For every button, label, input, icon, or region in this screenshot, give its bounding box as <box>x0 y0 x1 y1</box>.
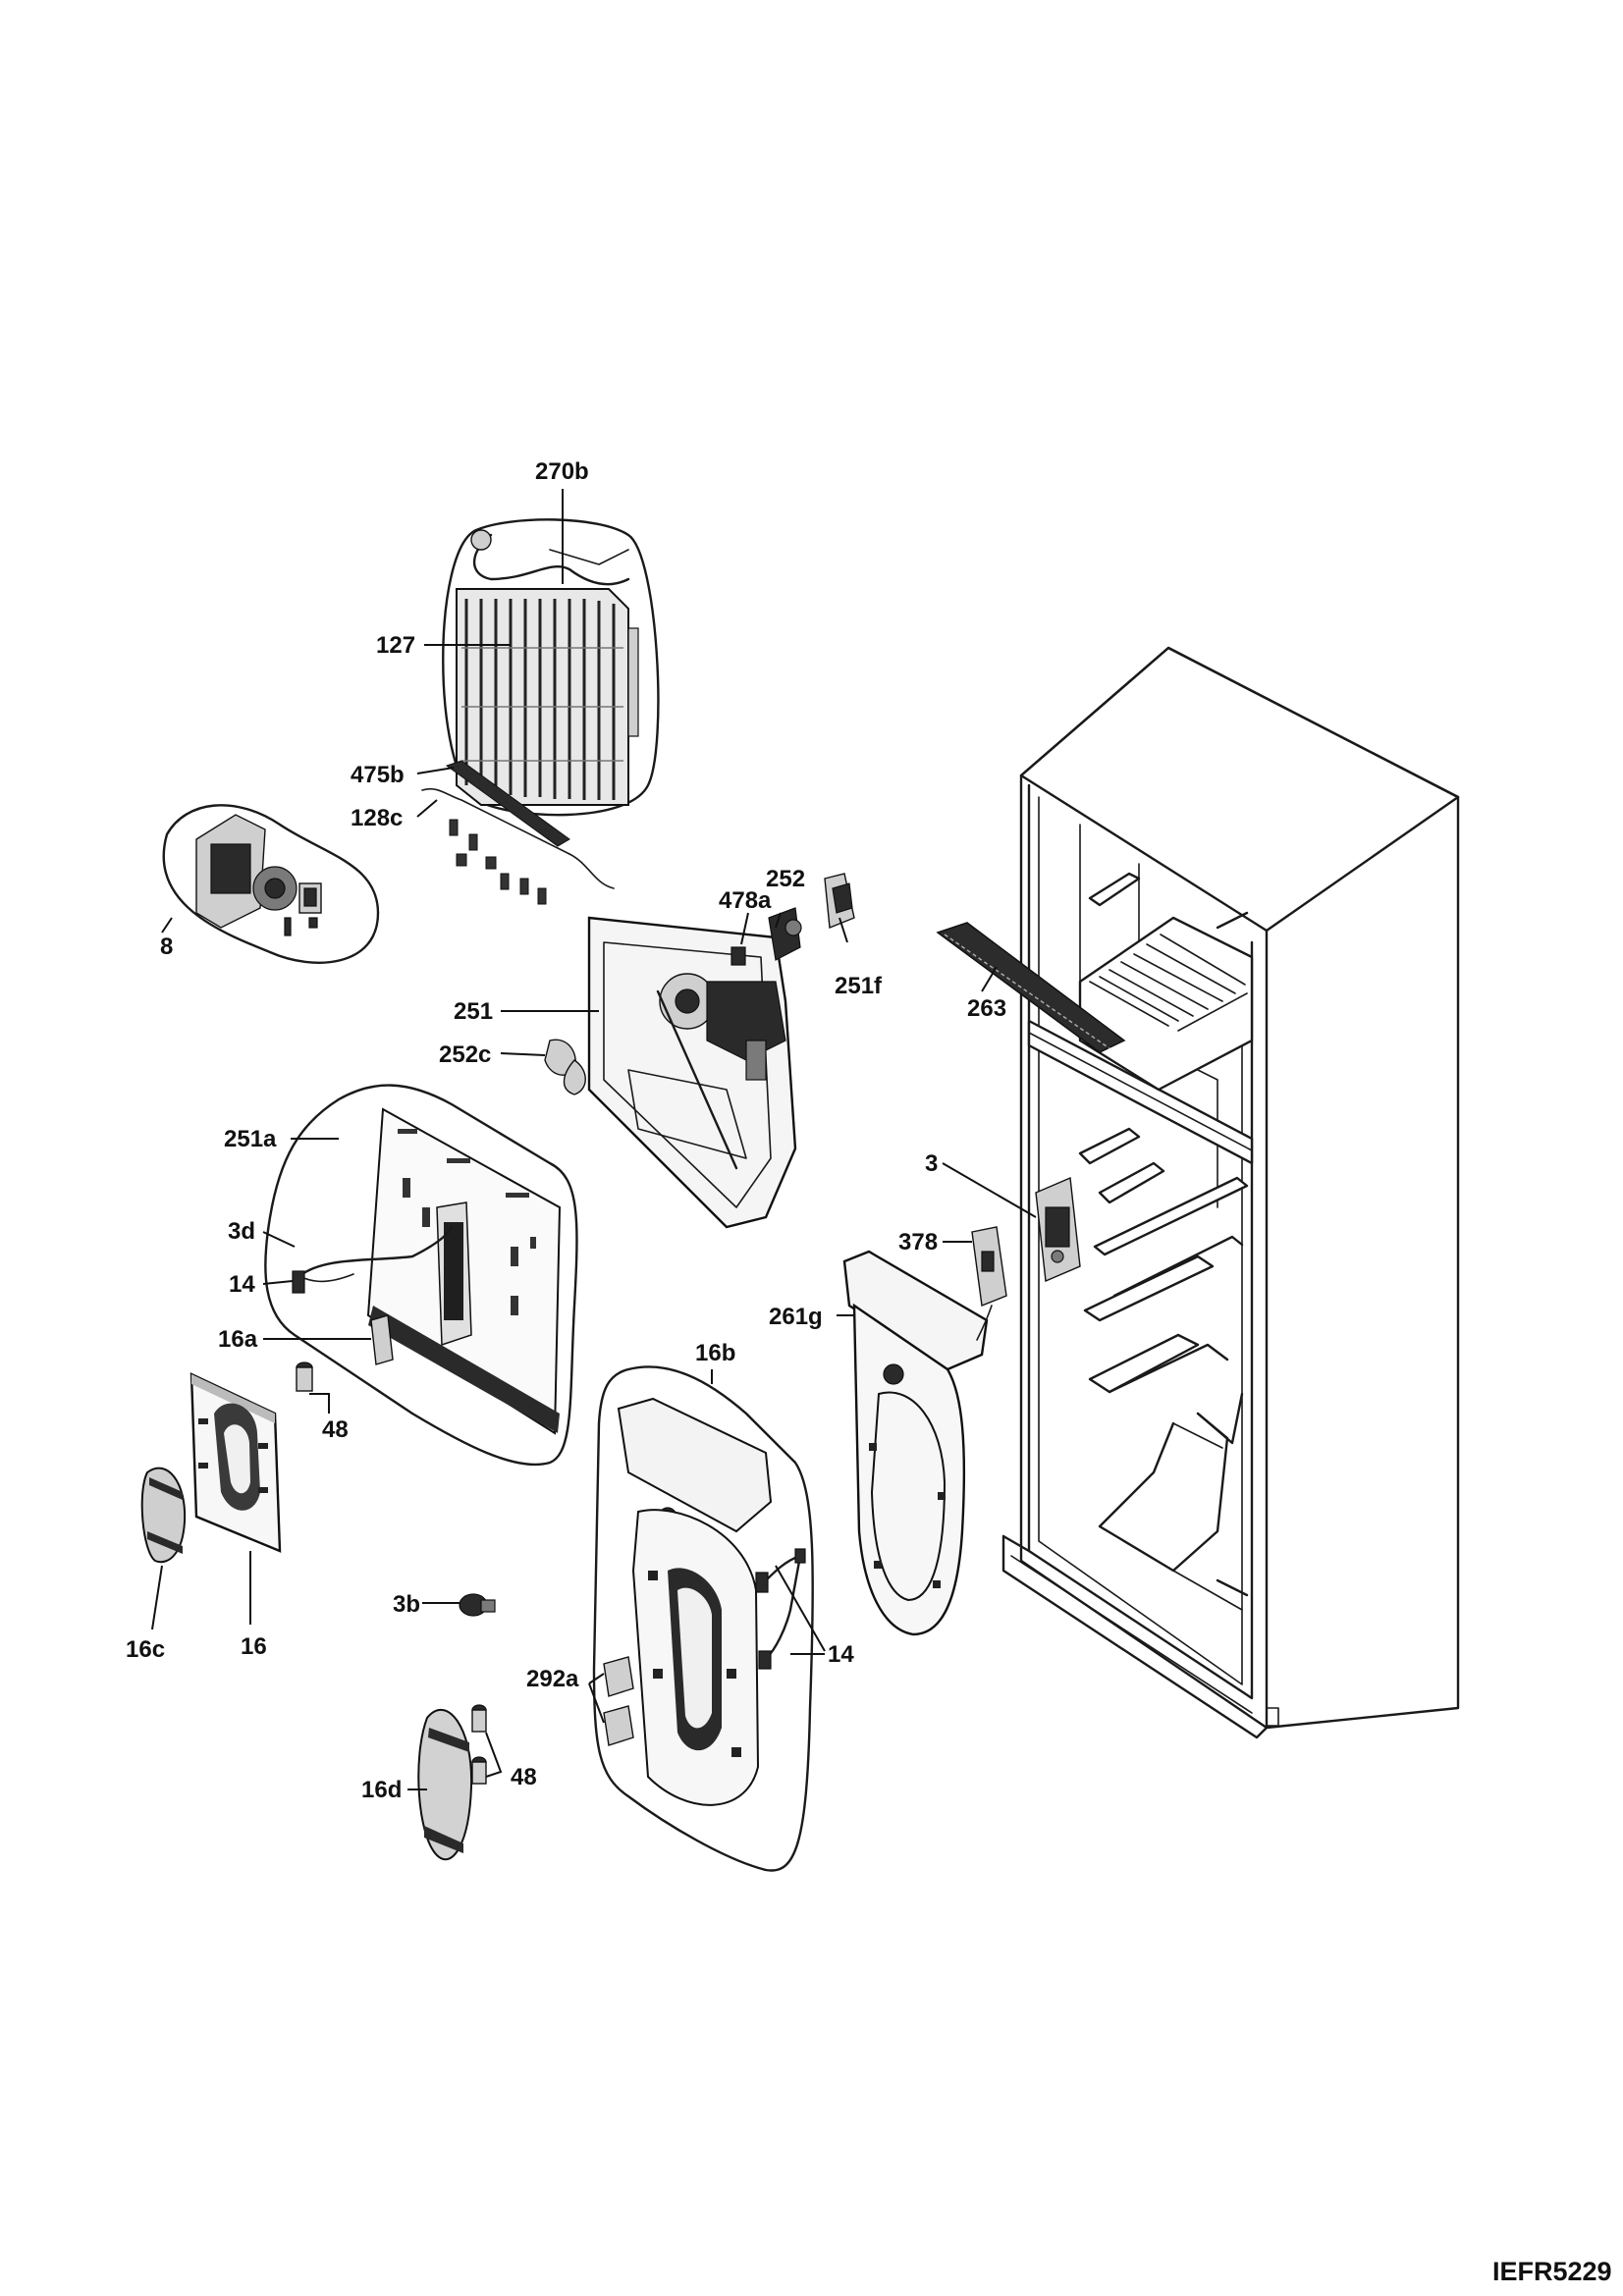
label-48-upper: 48 <box>322 1416 349 1443</box>
label-261g: 261g <box>769 1304 823 1330</box>
fridge-shelves <box>1078 1127 1249 1394</box>
part-16c-lens <box>140 1467 187 1564</box>
part-8-thermostat-group <box>162 804 380 964</box>
evaporator-group <box>421 518 660 905</box>
leader-lines <box>151 489 1037 1790</box>
freezer-shelf <box>1078 916 1254 1092</box>
label-263: 263 <box>967 995 1006 1022</box>
label-3b: 3b <box>393 1591 420 1618</box>
part-251f-bracket <box>824 873 855 929</box>
label-292a: 292a <box>526 1666 579 1692</box>
part-251-fan-housing <box>587 916 797 1229</box>
label-8: 8 <box>160 934 173 960</box>
part-labels: 270b 127 475b 128c 8 478a 252 251f 251 2… <box>126 458 1612 2286</box>
label-128c: 128c <box>351 805 403 831</box>
label-252: 252 <box>766 866 805 892</box>
part-252c-fan-blade <box>544 1039 586 1095</box>
part-263-trim-strip <box>936 922 1126 1053</box>
label-127: 127 <box>376 632 415 659</box>
label-16d: 16d <box>361 1777 402 1803</box>
label-378: 378 <box>898 1229 938 1255</box>
part-48-connector-b <box>471 1704 487 1785</box>
part-251a-cover-group <box>264 1084 578 1467</box>
part-48-connector-a <box>296 1362 313 1392</box>
part-16d-lens <box>417 1708 473 1861</box>
label-16b: 16b <box>695 1340 735 1366</box>
label-16a: 16a <box>218 1326 258 1353</box>
part-16b-cover-group <box>592 1365 814 1872</box>
part-261g-door-cover <box>842 1250 989 1636</box>
label-16c: 16c <box>126 1636 165 1663</box>
label-16: 16 <box>241 1633 267 1660</box>
label-270b: 270b <box>535 458 589 485</box>
clips <box>449 819 547 905</box>
part-16-display-panel <box>189 1372 282 1553</box>
label-252c: 252c <box>439 1041 491 1068</box>
label-475b: 475b <box>351 762 405 788</box>
label-3d: 3d <box>228 1218 255 1245</box>
part-475b-heater <box>421 760 570 855</box>
part-292a-clips <box>603 1656 634 1746</box>
part-127-evaporator <box>456 588 639 806</box>
label-251f: 251f <box>835 973 883 999</box>
label-14-upper: 14 <box>229 1271 255 1298</box>
label-14-lower: 14 <box>828 1641 854 1668</box>
label-48-lower: 48 <box>511 1764 537 1790</box>
label-3: 3 <box>925 1150 938 1177</box>
refrigerator-cabinet <box>1001 646 1460 1739</box>
part-478a-clip <box>730 946 746 966</box>
label-251a: 251a <box>224 1126 277 1152</box>
label-251: 251 <box>454 998 493 1025</box>
reference-code: IEFR5229 <box>1492 2257 1612 2286</box>
part-252-fan-motor <box>768 907 802 961</box>
part-3-control-box <box>1035 1176 1081 1283</box>
part-3b-knob <box>459 1593 496 1617</box>
label-478a: 478a <box>719 887 772 914</box>
crisper-bin <box>1098 1392 1249 1611</box>
part-378-control-board <box>971 1226 1007 1341</box>
